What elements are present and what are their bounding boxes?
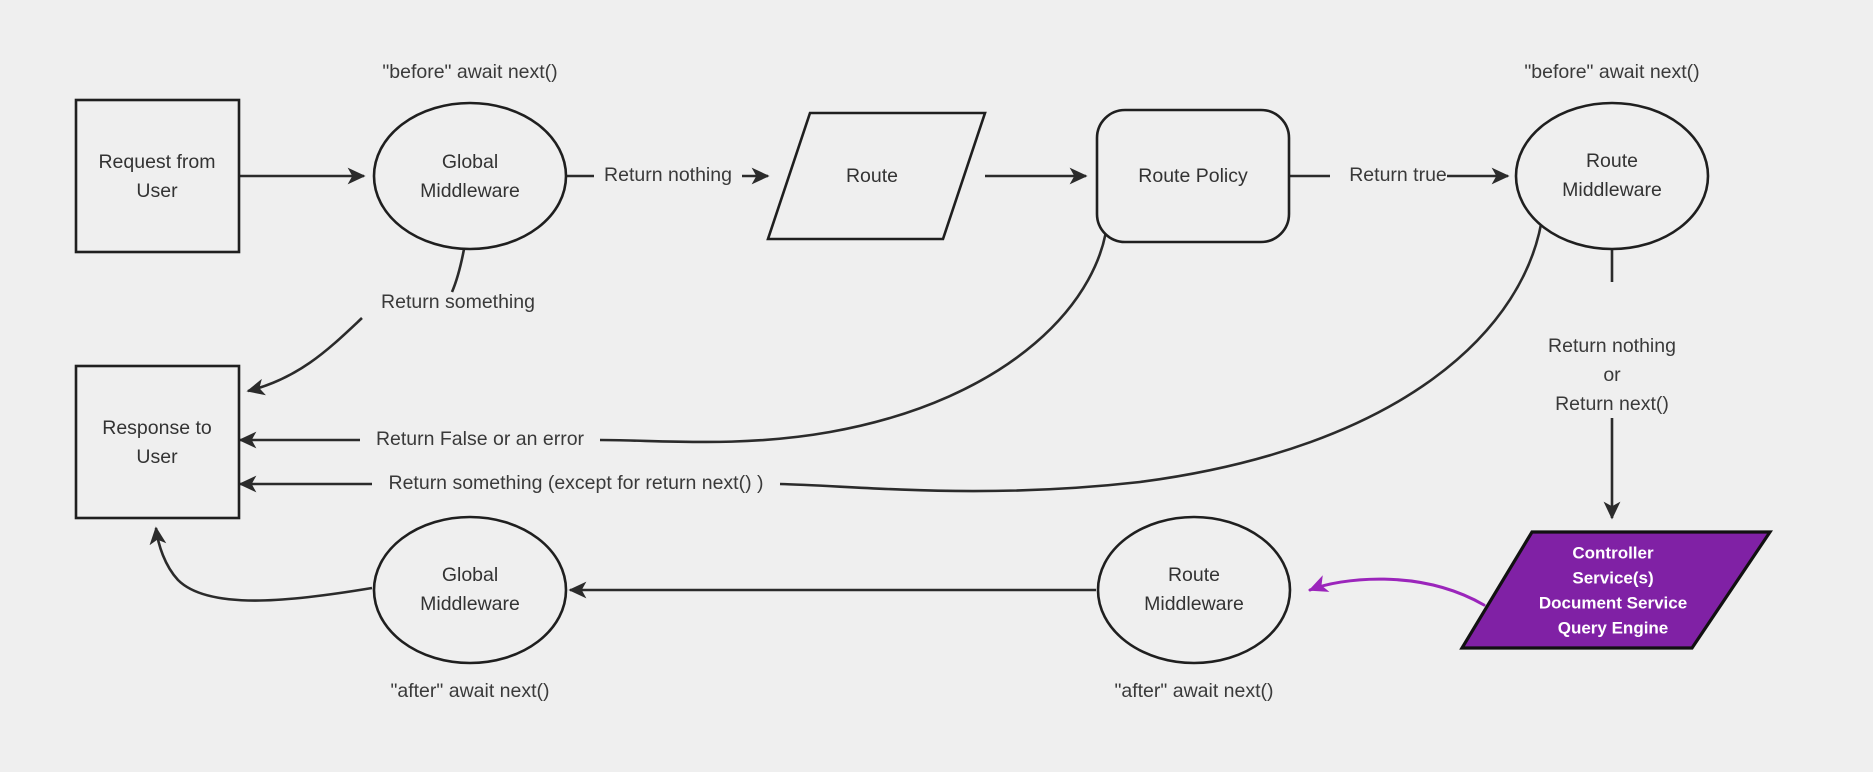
response-to-user-label-line2: User [136, 446, 178, 468]
annotation-before-await-next-route: "before" await next() [1524, 61, 1699, 83]
edge-label-return-nothing: Return nothing [604, 164, 732, 186]
route-middleware-after-label-line2: Middleware [1144, 593, 1244, 615]
response-to-user-label-line1: Response to [102, 417, 212, 439]
controller-label-line4: Query Engine [1558, 618, 1669, 637]
edge-global-middleware-return-something-lower [246, 317, 363, 396]
edge-label-return-nothing-or-next-line1: Return nothing [1548, 335, 1676, 357]
edge-label-return-something: Return something [381, 291, 535, 313]
global-middleware-before-label-line1: Global [442, 151, 498, 173]
edge-label-return-true: Return true [1349, 164, 1447, 186]
route-label: Route [846, 165, 898, 187]
annotation-after-await-next-route: "after" await next() [1114, 680, 1273, 702]
route-middleware-after-shape [1096, 515, 1292, 665]
edge-label-return-something-except: Return something (except for return next… [389, 472, 764, 494]
edge-global-middleware-after-to-response [149, 526, 373, 602]
global-middleware-after-label-line2: Middleware [420, 593, 520, 615]
controller-services-shape [1459, 530, 1774, 650]
global-middleware-after-label-line1: Global [442, 564, 498, 586]
controller-label-line3: Document Service [1539, 593, 1687, 612]
edge-route-middleware-return-something-right [779, 211, 1545, 493]
annotation-after-await-next-global: "after" await next() [390, 680, 549, 702]
node-route-middleware-before[interactable]: Route Middleware [1514, 101, 1710, 251]
edge-label-return-nothing-or-next-line2: or [1603, 364, 1621, 386]
node-route[interactable]: Route [766, 111, 987, 241]
edge-label-return-false-or-error: Return False or an error [376, 428, 585, 450]
response-to-user-shape [74, 364, 241, 520]
node-route-policy[interactable]: Route Policy [1095, 108, 1291, 244]
route-middleware-before-shape [1514, 101, 1710, 251]
node-request-from-user[interactable]: Request from User [74, 98, 241, 254]
global-middleware-before-shape [372, 101, 568, 251]
node-response-to-user[interactable]: Response to User [74, 364, 241, 520]
route-policy-label: Route Policy [1138, 165, 1248, 187]
route-middleware-before-label-line1: Route [1586, 150, 1638, 172]
route-middleware-before-label-line2: Middleware [1562, 179, 1662, 201]
global-middleware-after-shape [372, 515, 568, 665]
controller-label-line1: Controller [1572, 543, 1654, 562]
node-route-middleware-after[interactable]: Route Middleware [1096, 515, 1292, 665]
request-from-user-label-line1: Request from [98, 151, 215, 173]
request-from-user-label-line2: User [136, 180, 178, 202]
route-policy-shape [1095, 108, 1291, 244]
controller-label-line2: Service(s) [1572, 568, 1653, 587]
node-global-middleware-before[interactable]: Global Middleware [372, 101, 568, 251]
annotation-before-await-next-global: "before" await next() [382, 61, 557, 83]
request-from-user-shape [74, 98, 241, 254]
node-controller-services[interactable]: Controller Service(s) Document Service Q… [1459, 530, 1774, 650]
node-global-middleware-after[interactable]: Global Middleware [372, 515, 568, 665]
edge-route-policy-return-false-right [599, 213, 1110, 444]
route-middleware-after-label-line1: Route [1168, 564, 1220, 586]
global-middleware-before-label-line2: Middleware [420, 180, 520, 202]
edge-label-return-nothing-or-next-line3: Return next() [1555, 393, 1669, 415]
route-shape [766, 111, 987, 241]
edge-controller-to-route-middleware-after [1308, 575, 1486, 607]
